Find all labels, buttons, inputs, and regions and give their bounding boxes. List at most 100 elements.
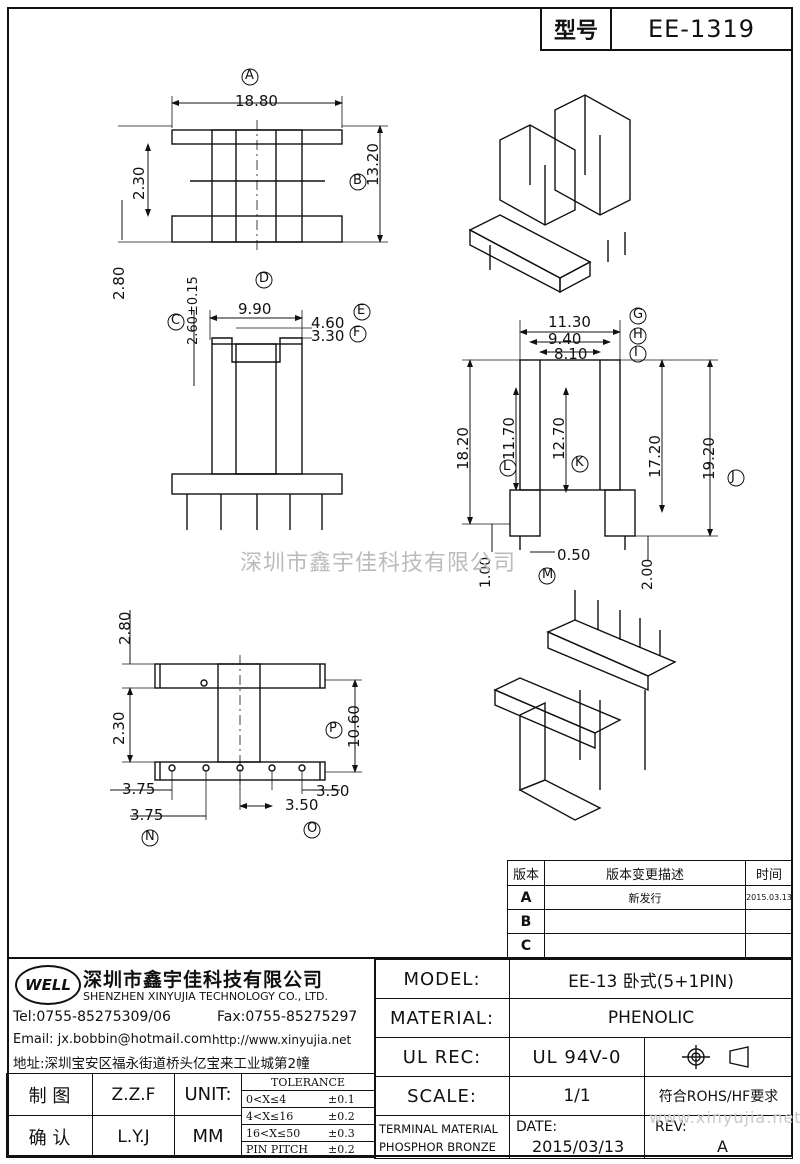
dim-10-60: 10.60: [345, 705, 363, 748]
rev-row-c-desc: [544, 933, 746, 958]
rev-header-time: 时间: [745, 860, 793, 886]
tolerance-row-1: 0<X≤4 ±0.1: [241, 1090, 375, 1108]
tolerance-value-3: ±0.3: [328, 1127, 355, 1140]
draw-value: Z.Z.F: [92, 1073, 175, 1116]
spec-ul-label: UL REC:: [374, 1037, 510, 1077]
rev-row-b-ver: B: [507, 909, 545, 934]
tolerance-value-2: ±0.2: [328, 1110, 355, 1123]
rev-row-a-date: 2015.03.13: [745, 885, 793, 910]
dim-11-30: 11.30: [548, 313, 591, 331]
dim-2-60: 2.60±0.15: [186, 276, 201, 345]
terminal-material-value: PHOSPHOR BRONZE: [379, 1140, 496, 1154]
dim-3-75-b: 3.75: [130, 806, 164, 824]
company-web: http://www.xinyujia.net: [212, 1033, 352, 1047]
rev-header-version: 版本: [507, 860, 545, 886]
date-value: 2015/03/13: [532, 1137, 625, 1156]
label-c: C: [171, 313, 181, 328]
unit-value: MM: [174, 1115, 242, 1158]
rev-row-b-desc: [544, 909, 746, 934]
spec-material-value: PHENOLIC: [509, 998, 793, 1038]
company-name-en: SHENZHEN XINYUJIA TECHNOLOGY CO., LTD.: [83, 990, 328, 1003]
dim-12-70: 12.70: [550, 417, 568, 460]
label-e: E: [357, 303, 366, 318]
label-d-front: D: [259, 271, 270, 286]
check-label: 确 认: [6, 1115, 93, 1158]
tolerance-row-3: 16<X≤50 ±0.3: [241, 1124, 375, 1142]
spec-scale-label: SCALE:: [374, 1076, 510, 1116]
dim-19-20: 19.20: [700, 437, 718, 480]
dim-9-40: 9.40: [548, 330, 582, 348]
dim-2-30-bottom: 2.30: [110, 711, 128, 745]
tolerance-row-4: PIN PITCH ±0.2: [241, 1141, 375, 1158]
isometric-view-top: [468, 94, 631, 294]
dim-18-20: 18.20: [454, 427, 472, 470]
label-i: I: [634, 345, 638, 360]
side-view: [462, 320, 718, 560]
terminal-material-cell: TERMINAL MATERIAL PHOSPHOR BRONZE: [374, 1115, 510, 1159]
rev-label: REV:: [655, 1119, 687, 1135]
label-p: P: [329, 721, 337, 736]
rev-row-b-date: [745, 909, 793, 934]
dim-2-80-top: 2.80: [110, 266, 128, 300]
top-view: [118, 96, 388, 250]
label-g: G: [633, 307, 644, 322]
drawing-sheet: [7, 7, 793, 1157]
company-email: Email: jx.bobbin@hotmail.com: [13, 1032, 212, 1047]
spec-scale-value: 1/1: [509, 1076, 645, 1116]
model-label: 型号: [553, 19, 598, 44]
label-k: K: [575, 455, 584, 470]
projection-symbol-cell: [644, 1037, 793, 1077]
rev-header-desc: 版本变更描述: [544, 860, 746, 886]
dim-9-90: 9.90: [238, 300, 272, 318]
label-j: J: [731, 469, 735, 484]
dim-2-30-top: 2.30: [130, 166, 148, 200]
isometric-view-bottom: [493, 590, 677, 821]
bottom-view: [110, 610, 362, 820]
tolerance-title: TOLERANCE: [241, 1073, 375, 1091]
footer-watermark: www.xinyujia.net: [649, 1108, 800, 1127]
company-block: WELL 深圳市鑫宇佳科技有限公司 SHENZHEN XINYUJIA TECH…: [7, 959, 375, 1073]
tolerance-range-4: PIN PITCH: [246, 1143, 308, 1156]
front-view: [171, 310, 343, 530]
watermark: 深圳市鑫宇佳科技有限公司: [240, 551, 517, 576]
dim-2-00: 2.00: [640, 558, 656, 590]
revision-table: 版本 版本变更描述 时间 A 新发行 2015.03.13 B C: [507, 860, 793, 958]
terminal-material-label: TERMINAL MATERIAL: [379, 1122, 498, 1136]
spec-model-label: MODEL:: [374, 959, 510, 999]
model-value-cell: EE-1319: [610, 7, 793, 51]
date-cell: DATE: 2015/03/13: [509, 1115, 645, 1159]
company-tel: Tel:0755-85275309/06: [13, 1009, 171, 1025]
company-fax: Fax:0755-85275297: [217, 1009, 358, 1025]
projection-symbol-icon: [681, 1045, 749, 1069]
label-l: L: [503, 459, 511, 474]
tolerance-value-4: ±0.2: [328, 1143, 355, 1156]
dim-18-80: 18.80: [235, 92, 278, 110]
model-number: EE-1319: [647, 15, 756, 43]
rev-row-c-ver: C: [507, 933, 545, 958]
dim-8-10: 8.10: [554, 345, 588, 363]
dim-4-60: 4.60: [311, 314, 345, 332]
label-m: M: [542, 567, 554, 582]
dim-3-50-b: 3.50: [285, 796, 319, 814]
label-b: B: [353, 173, 362, 188]
rev-cell: REV: A www.xinyujia.net: [644, 1108, 800, 1159]
rev-value: A: [717, 1137, 728, 1156]
title-block: WELL 深圳市鑫宇佳科技有限公司 SHENZHEN XINYUJIA TECH…: [6, 957, 800, 1159]
spec-model-value: EE-13 卧式(5+1PIN): [509, 959, 793, 999]
company-name-cn: 深圳市鑫宇佳科技有限公司: [83, 969, 324, 991]
spec-material-label: MATERIAL:: [374, 998, 510, 1038]
technical-drawing: [110, 68, 745, 847]
dim-3-50-a: 3.50: [316, 782, 350, 800]
dim-3-75-a: 3.75: [122, 780, 156, 798]
label-f: F: [353, 325, 361, 340]
tolerance-range-3: 16<X≤50: [246, 1127, 301, 1140]
dim-17-20: 17.20: [646, 435, 664, 478]
label-h: H: [633, 327, 643, 342]
dim-3-30: 3.30: [311, 327, 345, 345]
draw-label: 制 图: [6, 1073, 93, 1116]
check-value: L.Y.J: [92, 1115, 175, 1158]
label-o: O: [307, 821, 318, 836]
tolerance-value-1: ±0.1: [328, 1093, 355, 1106]
date-label: DATE:: [516, 1119, 558, 1135]
company-logo: WELL: [15, 965, 81, 1005]
